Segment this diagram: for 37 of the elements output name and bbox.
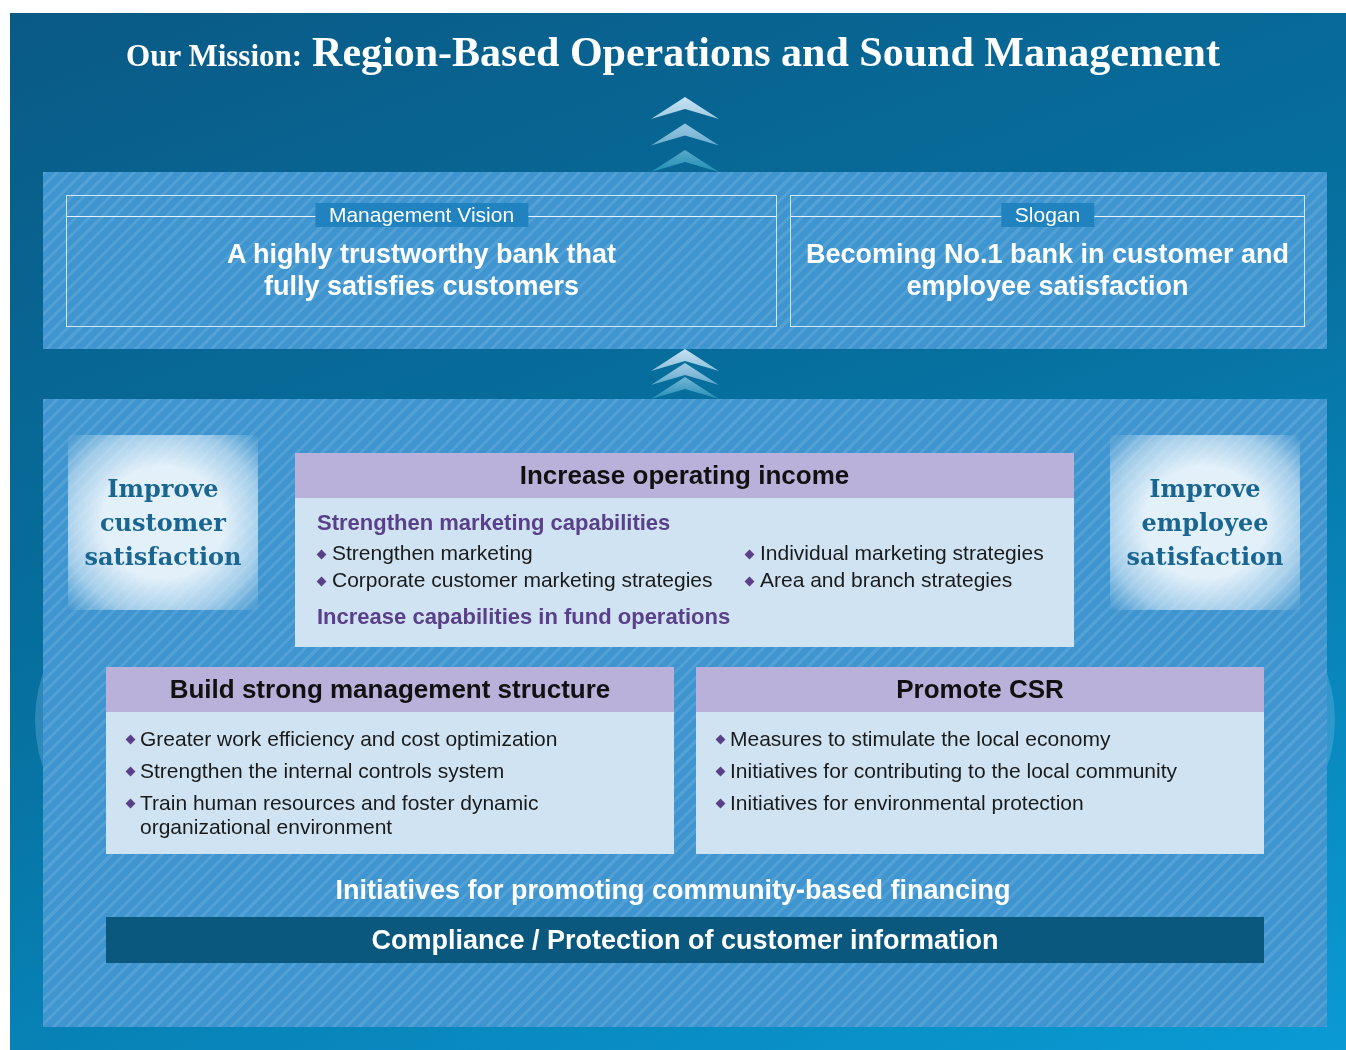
bullet-text: Corporate customer marketing strategies (332, 568, 713, 592)
bullet-text: Individual marketing strategies (760, 541, 1044, 565)
bullet-text: Strengthen marketing (332, 541, 533, 565)
panel-band (43, 172, 1327, 349)
bullet-text: Strengthen the internal controls system (140, 759, 506, 783)
title: Region-Based Operations and Sound Management (312, 29, 1220, 75)
box-text: Improve customer satisfaction (83, 472, 243, 573)
card (696, 667, 1264, 854)
bullet-text: Train human resources and foster dynamic organizational environment (140, 791, 540, 839)
bullet-text: Greater work efficiency and cost optimization (140, 727, 559, 751)
card-heading: Increase operating income (519, 460, 850, 491)
card-heading: Build strong management structure (169, 674, 611, 705)
chevron-arrow (651, 349, 719, 399)
card (106, 667, 674, 854)
glow-box (1110, 435, 1300, 610)
bullet-text: Initiatives for environmental protection (730, 791, 1085, 815)
bullet-text: Initiatives for contributing to the local community (730, 759, 1179, 783)
title-prefix: Our Mission: (126, 38, 303, 73)
bullet-text: Measures to stimulate the local economy (730, 727, 1112, 751)
bullet-text: Area and branch strategies (760, 568, 1013, 592)
glow-box (68, 435, 258, 610)
framed-box (790, 195, 1305, 327)
bar-text: Compliance / Protection of customer information (371, 924, 999, 956)
framed-box (66, 195, 777, 327)
box-text: A highly trustworthy bank that fully satisfies customers (226, 238, 617, 302)
box-heading: Management Vision (314, 203, 529, 227)
card (295, 453, 1074, 647)
box-heading: Slogan (1000, 203, 1095, 227)
subheading: Strengthen marketing capabilities (317, 510, 671, 536)
subheading: Increase capabilities in fund operations (317, 604, 731, 630)
card-heading: Promote CSR (896, 674, 1064, 705)
chevron-arrow (651, 97, 719, 172)
caption-text: Initiatives for promoting community-based financing (334, 875, 1012, 906)
panel-band (43, 399, 1327, 1027)
compliance-bar (106, 917, 1264, 963)
box-text: Becoming No.1 bank in customer and employee satisfaction (804, 238, 1291, 302)
box-text: Improve employee satisfaction (1125, 472, 1285, 573)
